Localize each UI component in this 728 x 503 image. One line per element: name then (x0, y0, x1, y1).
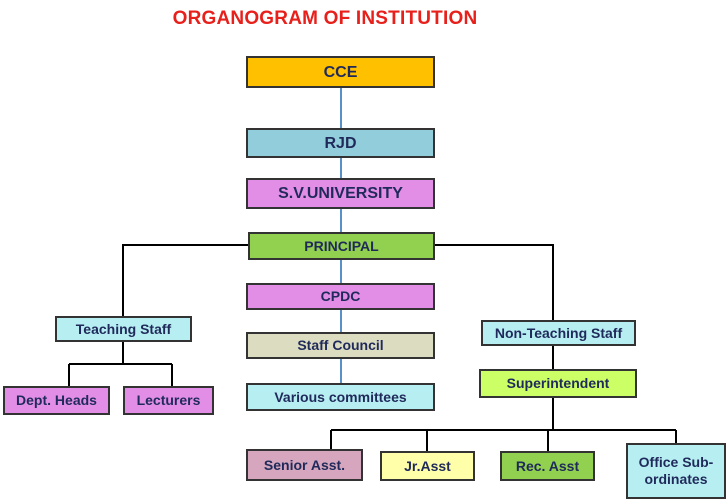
node-dept-heads: Dept. Heads (3, 386, 110, 415)
node-rjd: RJD (246, 128, 435, 158)
node-jr-asst: Jr.Asst (380, 451, 475, 481)
node-teaching-staff: Teaching Staff (55, 316, 192, 342)
node-rec-asst: Rec. Asst (500, 451, 595, 481)
node-non-teaching-staff: Non-Teaching Staff (481, 320, 636, 346)
node-cpdc: CPDC (246, 283, 435, 310)
node-office-subordinates: Office Sub-ordinates (626, 443, 726, 499)
node-lecturers: Lecturers (123, 386, 214, 415)
node-senior-asst: Senior Asst. (246, 449, 363, 481)
node-principal: PRINCIPAL (248, 232, 435, 260)
chart-title: ORGANOGRAM OF INSTITUTION (172, 8, 478, 29)
node-staff-council: Staff Council (246, 332, 435, 359)
node-cce: CCE (246, 56, 435, 88)
node-various-committees: Various committees (246, 383, 435, 411)
connector-principal-teaching (122, 244, 248, 316)
node-superintendent: Superintendent (479, 369, 637, 398)
node-sv-university: S.V.UNIVERSITY (246, 178, 435, 209)
connector-principal-nonteaching (435, 244, 554, 320)
